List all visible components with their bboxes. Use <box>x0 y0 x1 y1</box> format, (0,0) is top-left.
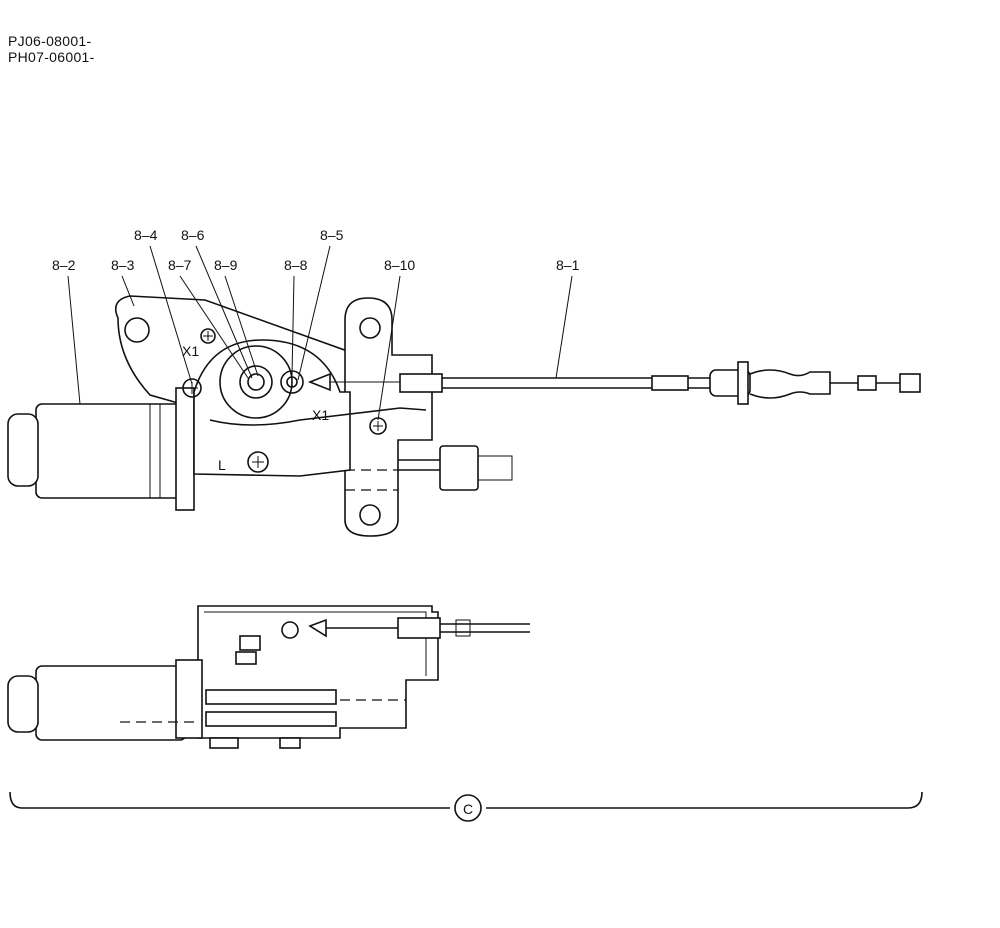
gear-wheel <box>219 345 293 419</box>
callout-labels: 8–1 8–2 8–3 8–4 8–5 8–6 8–7 8–8 8–9 8–10 <box>52 227 580 273</box>
callout-8-4: 8–4 <box>134 227 158 243</box>
side-motor-body <box>35 665 187 741</box>
screw-8-4 <box>182 378 202 398</box>
bracket-plate <box>344 297 433 537</box>
electrical-connector <box>439 445 479 491</box>
bracket-hole-left <box>124 317 150 343</box>
callout-8-7: 8–7 <box>168 257 192 273</box>
side-motor-cap <box>7 675 39 733</box>
serial-range-1: PJ06-08001- <box>8 33 92 49</box>
cable-clamp <box>399 373 443 393</box>
callout-8-5: 8–5 <box>320 227 344 243</box>
callout-8-3: 8–3 <box>111 257 135 273</box>
callout-8-8: 8–8 <box>284 257 308 273</box>
leader-lines <box>67 245 573 421</box>
screw-lower <box>247 451 269 473</box>
gear-hub <box>239 365 273 399</box>
callout-8-9: 8–9 <box>214 257 238 273</box>
screw-upper <box>200 328 216 344</box>
motor-end-cap <box>7 413 39 487</box>
callout-8-2: 8–2 <box>52 257 76 273</box>
cable-tip <box>899 373 921 393</box>
section-c-label: C <box>463 801 473 817</box>
nut-8-9 <box>247 373 265 391</box>
motor-body <box>35 403 187 499</box>
callout-8-10: 8–10 <box>384 257 415 273</box>
callout-8-6: 8–6 <box>181 227 205 243</box>
bracket-hole-bottom <box>359 504 381 526</box>
mark-x1b: X1 <box>312 407 329 423</box>
actuator-side-view <box>7 605 530 749</box>
side-cable-clamp <box>397 617 441 639</box>
gear-housing <box>193 339 351 477</box>
mark-x1: X1 <box>182 343 199 359</box>
section-brace: C <box>9 791 923 822</box>
callout-8-1: 8–1 <box>556 257 580 273</box>
cable-bellows <box>749 369 831 399</box>
actuator-top-view: X1 X1 L <box>7 295 921 537</box>
motor-flange <box>175 387 195 511</box>
mark-l: L <box>218 457 226 473</box>
section-c-marker <box>454 794 482 822</box>
bracket-hole-top <box>359 317 381 339</box>
serial-number-block: PJ06-08001- PH07-06001- <box>8 33 95 65</box>
lever-rod <box>209 407 427 426</box>
serial-range-2: PH07-06001- <box>8 49 95 65</box>
